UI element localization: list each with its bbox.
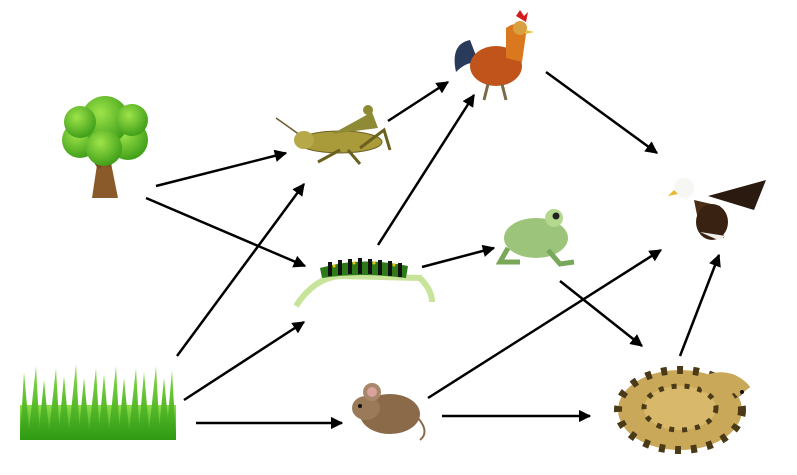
grasshopper-icon [275,105,392,165]
arrow-mouse-to-eagle [427,248,663,400]
arrow-rooster-to-eagle [545,70,659,155]
mouse-icon [352,383,426,441]
snake-icon [614,366,751,454]
caterpillar-icon [293,258,435,308]
arrow-grass-to-caterpillar [183,320,306,402]
rooster-icon [454,10,534,101]
arrow-snake-to-eagle [678,253,721,357]
arrow-frog-to-snake [559,280,643,347]
frog-icon [495,209,575,267]
grass-icon [20,364,176,440]
arrow-caterpillar-to-frog [421,244,496,269]
arrow-grass-to-grasshopper [175,182,306,357]
eagle-icon [668,178,766,240]
arrow-tree-to-grasshopper [155,149,288,188]
arrow-caterpillar-to-rooster [376,93,476,246]
arrow-tree-to-caterpillar [145,196,307,268]
arrow-grasshopper-to-rooster [387,80,450,123]
tree-icon [62,96,148,198]
